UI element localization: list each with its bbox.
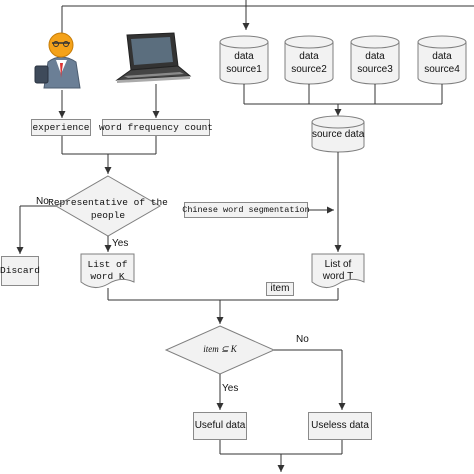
useless-data-label: Useless data <box>311 420 369 431</box>
bottom-merge-lines <box>219 440 343 455</box>
list-t-label: List of word T <box>312 259 364 283</box>
top-frame-line <box>61 5 474 38</box>
data-source-2-line2: source2 <box>291 64 327 75</box>
no-label-representative: No <box>36 196 49 207</box>
item-label: item <box>270 283 290 294</box>
data-source-4-label: data source4 <box>418 50 466 76</box>
word-frequency-box: word frequency count <box>98 119 214 136</box>
data-source-1-line1: data <box>234 51 254 62</box>
list-k-line1: List of <box>87 259 128 270</box>
data-source-4-line2: source4 <box>424 64 460 75</box>
discard-box: Discard <box>0 256 40 286</box>
list-t-line1: List of <box>324 259 352 270</box>
yes-label-condition: Yes <box>222 383 239 394</box>
item-connector-lines <box>107 288 339 301</box>
item-box: item <box>266 282 294 296</box>
list-t-document <box>311 253 365 288</box>
data-source-cylinder-2 <box>284 35 334 85</box>
no-label-condition: No <box>296 334 309 345</box>
representative-line2: people <box>90 210 126 221</box>
segmentation-box: Chinese word segmentation <box>182 202 310 218</box>
list-t-line2: word T <box>322 271 354 282</box>
list-k-document <box>80 253 135 288</box>
data-source-3-line2: source3 <box>357 64 393 75</box>
word-frequency-label: word frequency count <box>98 121 214 133</box>
source-data-cylinder <box>311 115 365 153</box>
data-source-1-line2: source1 <box>226 64 262 75</box>
data-source-cylinder-4 <box>417 35 467 85</box>
discard-label: Discard <box>0 265 40 277</box>
useless-data-box: Useless data <box>308 412 372 440</box>
source-collector-lines <box>243 84 443 105</box>
data-source-cylinder-3 <box>350 35 400 85</box>
segmentation-label: Chinese word segmentation <box>182 204 310 215</box>
data-source-3-line1: data <box>365 51 385 62</box>
data-source-3-label: data source3 <box>351 50 399 76</box>
useful-data-label: Useful data <box>194 420 246 431</box>
data-source-1-label: data source1 <box>220 50 268 76</box>
data-source-4-line1: data <box>432 51 452 62</box>
data-source-2-line1: data <box>299 51 319 62</box>
merge-lines-1 <box>61 136 157 155</box>
useful-data-box: Useful data <box>193 412 247 440</box>
data-source-2-label: data source2 <box>285 50 333 76</box>
representative-line1: Representative of the <box>48 197 168 208</box>
source-data-label: source data <box>312 129 365 140</box>
experience-label: experience <box>32 121 90 133</box>
yes-label-representative: Yes <box>112 238 129 249</box>
condition-label: item ⊆ K <box>203 344 237 354</box>
person-icon <box>34 32 81 89</box>
data-source-cylinder-1 <box>219 35 269 85</box>
representative-label: Representative of the people <box>48 196 168 222</box>
laptop-icon <box>115 32 192 83</box>
list-k-label: List of word K <box>81 259 134 283</box>
experience-box: experience <box>31 119 91 136</box>
list-k-line2: word K <box>90 271 125 282</box>
